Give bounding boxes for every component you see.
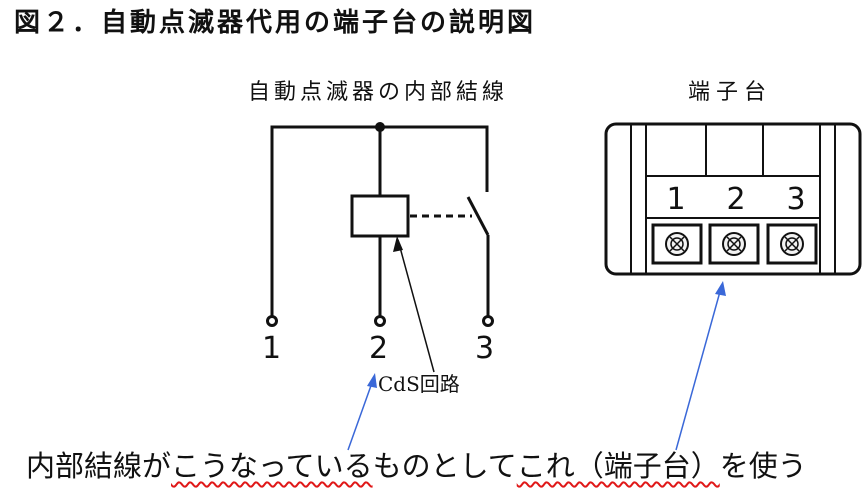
- terminal-block-heading: 端子台: [688, 80, 773, 105]
- terminal-1-point: [266, 315, 278, 327]
- junction-dot: [375, 122, 385, 132]
- caption-part-1: 内部結線が: [26, 449, 172, 483]
- wiring-diagram: [270, 125, 490, 318]
- caption-part-3: ものとして: [372, 449, 517, 483]
- terminal-3-label: 3: [475, 331, 495, 366]
- blue-arrowhead-to-cds: [367, 373, 377, 388]
- screw-terminal-2: [708, 223, 760, 265]
- cds-leader-line: [397, 239, 435, 373]
- screw-terminal-3: [766, 223, 818, 265]
- switch-blade: [466, 196, 490, 236]
- cds-circuit-label: CdS回路: [378, 372, 460, 396]
- blue-arrow-to-terminal-block: [675, 287, 722, 451]
- terminal-block-outer: [604, 122, 862, 276]
- terminal-block-number-2: 2: [726, 182, 746, 217]
- terminal-block: [604, 122, 862, 276]
- caption-part-4-underlined: これ（端子台）: [516, 449, 720, 483]
- terminal-block-number-1: 1: [666, 182, 686, 217]
- terminal-block-number-3: 3: [786, 182, 806, 217]
- screw-terminal-1: [651, 223, 703, 265]
- caption-part-2-underlined: こうなっている: [171, 449, 373, 483]
- terminal-2-label: 2: [369, 331, 389, 366]
- cds-relay-coil: [350, 194, 410, 238]
- explanation-caption: 内部結線がこうなっているものとしてこれ（端子台）を使う: [26, 452, 807, 481]
- terminal-block-numbers: 1 2 3: [640, 183, 820, 217]
- terminal-1-label: 1: [262, 331, 282, 366]
- wiring-diagram-heading: 自動点滅器の内部結線: [248, 80, 509, 105]
- blue-arrow-to-cds: [347, 379, 374, 451]
- terminal-2-point: [374, 315, 386, 327]
- blue-arrowhead-to-terminal-block: [715, 281, 726, 296]
- figure-title: 図２．自動点滅器代用の端子台の説明図: [14, 8, 537, 38]
- cds-leader-arrowhead: [393, 236, 403, 252]
- terminal-3-point: [482, 315, 494, 327]
- caption-part-5: を使う: [719, 449, 807, 483]
